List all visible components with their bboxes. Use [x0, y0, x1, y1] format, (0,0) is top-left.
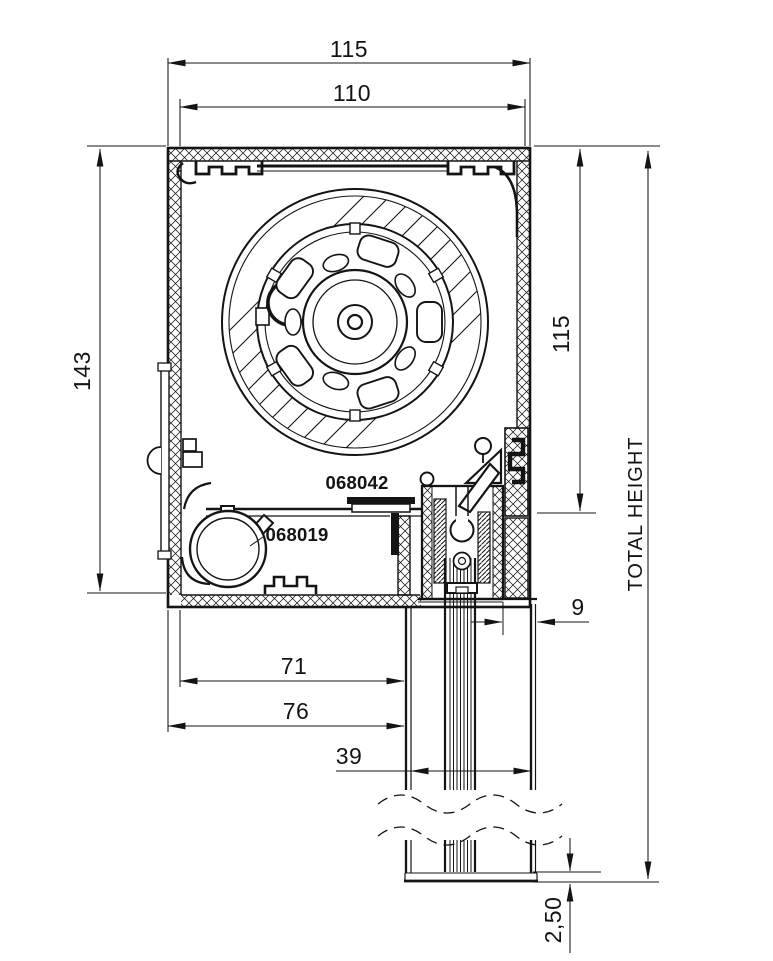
box-bottom-compartment [146, 362, 455, 594]
dim-bottom-outer-width [167, 610, 405, 732]
dim-inner-height [534, 145, 660, 514]
side-latch [504, 427, 529, 517]
slat-upper [443, 558, 477, 790]
dimensions [87, 58, 660, 953]
dim-bottom-inner-width [179, 610, 405, 687]
bottom-clip-profile [263, 575, 318, 594]
part-leader-line [249, 536, 264, 547]
brush-seal-left [433, 498, 447, 584]
dim-guide-rail-width-label: 39 [336, 743, 363, 769]
hub-clip-tab [255, 307, 270, 326]
dim-inner-width [179, 99, 526, 146]
dim-box-height-label: 143 [69, 351, 95, 391]
latch-gasket [507, 437, 526, 485]
box-top-profile [176, 161, 519, 586]
hub-lobes [284, 253, 416, 391]
dim-overall-width [167, 58, 531, 146]
dim-overall-width-label: 115 [330, 36, 368, 62]
curtain-slat [443, 558, 477, 872]
total-height-label: TOTAL HEIGHT [625, 437, 647, 592]
side-plate [160, 365, 170, 557]
part-number-bottom-profile: 068042 [326, 472, 389, 493]
dim-inner-height-label: 115 [548, 315, 574, 353]
axle-hole [346, 313, 364, 331]
part-number-clip-profile: 068019 [266, 524, 329, 545]
dim-slat-clearance-label: 9 [571, 594, 584, 620]
tube-clip-circle [188, 509, 268, 589]
seal-strip [391, 513, 399, 555]
bottom-left-corner-curve [180, 556, 211, 586]
guide-roller-pin [474, 437, 492, 455]
guide-rail-channel [419, 437, 505, 601]
channel-overlay [418, 486, 537, 603]
rail-edges-upper [404, 604, 537, 790]
rail-edges-lower [404, 840, 537, 873]
dim-slat-clearance [471, 602, 589, 635]
cover-clip-bar [347, 497, 415, 504]
adjuster-nut [452, 551, 472, 571]
dim-bottom-outer-width-label: 76 [283, 698, 310, 724]
brush-seal-right [477, 511, 491, 584]
top-right-corner-curve [494, 165, 519, 237]
side-plate-bump [146, 446, 162, 475]
dim-end-slat-thickness [533, 838, 659, 953]
channel-ear [419, 471, 435, 487]
dim-box-height [87, 145, 166, 594]
dim-end-slat-thickness-label: 2,50 [540, 897, 566, 944]
lower-guide-rail [377, 604, 563, 883]
dim-bottom-inner-width-label: 71 [281, 653, 308, 679]
end-slat-cap [404, 872, 538, 883]
dim-inner-width-label: 110 [333, 80, 371, 106]
break-lines [377, 794, 563, 846]
entry-guide-plate [457, 462, 501, 514]
hub-paddles [275, 234, 443, 410]
top-left-corner-hook [176, 162, 197, 185]
roller-hub [255, 222, 445, 422]
